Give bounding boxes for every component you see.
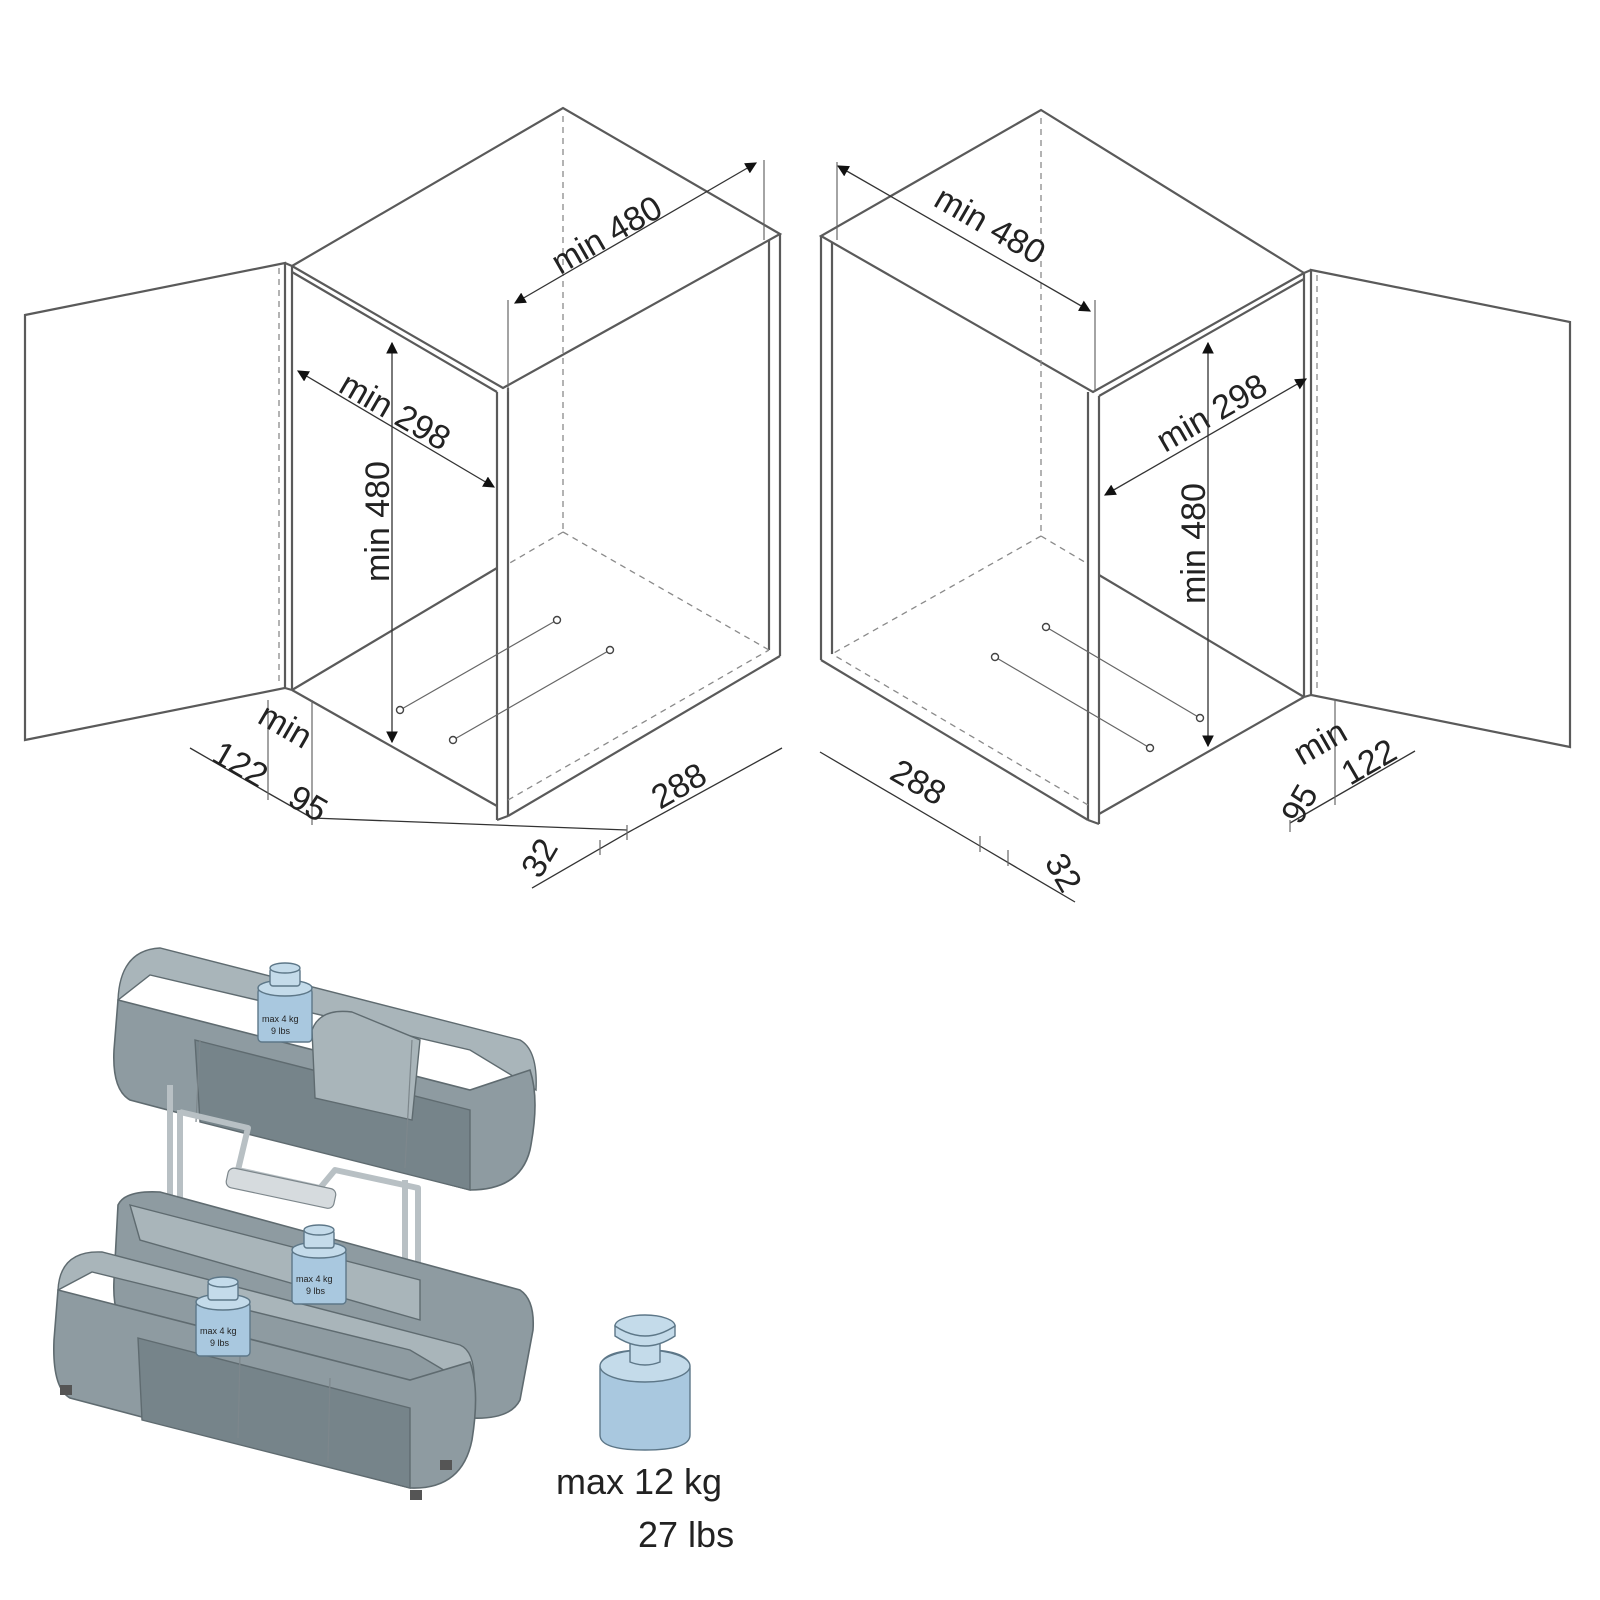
right-cabinet-door: [1309, 268, 1572, 749]
mid-weight-kg: max 4 kg: [296, 1274, 333, 1284]
top-weight: max 4 kg 9 lbs: [257, 962, 313, 1043]
left-height-label: min 480: [359, 461, 397, 582]
top-weight-kg: max 4 kg: [262, 1014, 299, 1024]
left-width-label: min 298: [333, 365, 457, 458]
left-depth-label: min 480: [545, 189, 669, 282]
left-offset-95: 95: [282, 778, 334, 830]
total-load-lbs: 27 lbs: [638, 1514, 734, 1555]
left-cabinet: min 480 min 298 min 480 min 122 95 288 3…: [23, 106, 783, 889]
top-weight-lbs: 9 lbs: [271, 1026, 291, 1036]
left-cabinet-door: [23, 261, 287, 742]
right-cabinet: min 480 min 298 min 480 min 122 95 288 3…: [818, 108, 1572, 903]
right-offset-95: 95: [1274, 778, 1326, 830]
mid-weight-lbs: 9 lbs: [306, 1286, 326, 1296]
total-load-kg: max 12 kg: [556, 1461, 722, 1502]
left-door-min-label: min: [252, 696, 318, 756]
left-offset-288: 288: [645, 756, 713, 817]
left-door-min-value: 122: [206, 734, 274, 795]
low-weight-lbs: 9 lbs: [210, 1338, 230, 1348]
total-load-weight: max 12 kg 27 lbs: [556, 1314, 734, 1555]
right-height-label: min 480: [1175, 483, 1213, 604]
low-weight: max 4 kg 9 lbs: [195, 1276, 251, 1357]
bottom-bin: [53, 1251, 477, 1500]
basket-illustration: max 4 kg 9 lbs max 4 kg 9 lbs max 4 kg 9…: [53, 947, 537, 1500]
right-depth-label: min 480: [928, 179, 1052, 272]
left-offset-32: 32: [514, 832, 566, 884]
right-offset-288: 288: [884, 752, 952, 813]
low-weight-kg: max 4 kg: [200, 1326, 237, 1336]
right-offset-32: 32: [1037, 847, 1089, 899]
mid-weight: max 4 kg 9 lbs: [291, 1224, 347, 1305]
top-bin: [113, 947, 537, 1191]
right-width-label: min 298: [1150, 367, 1274, 460]
